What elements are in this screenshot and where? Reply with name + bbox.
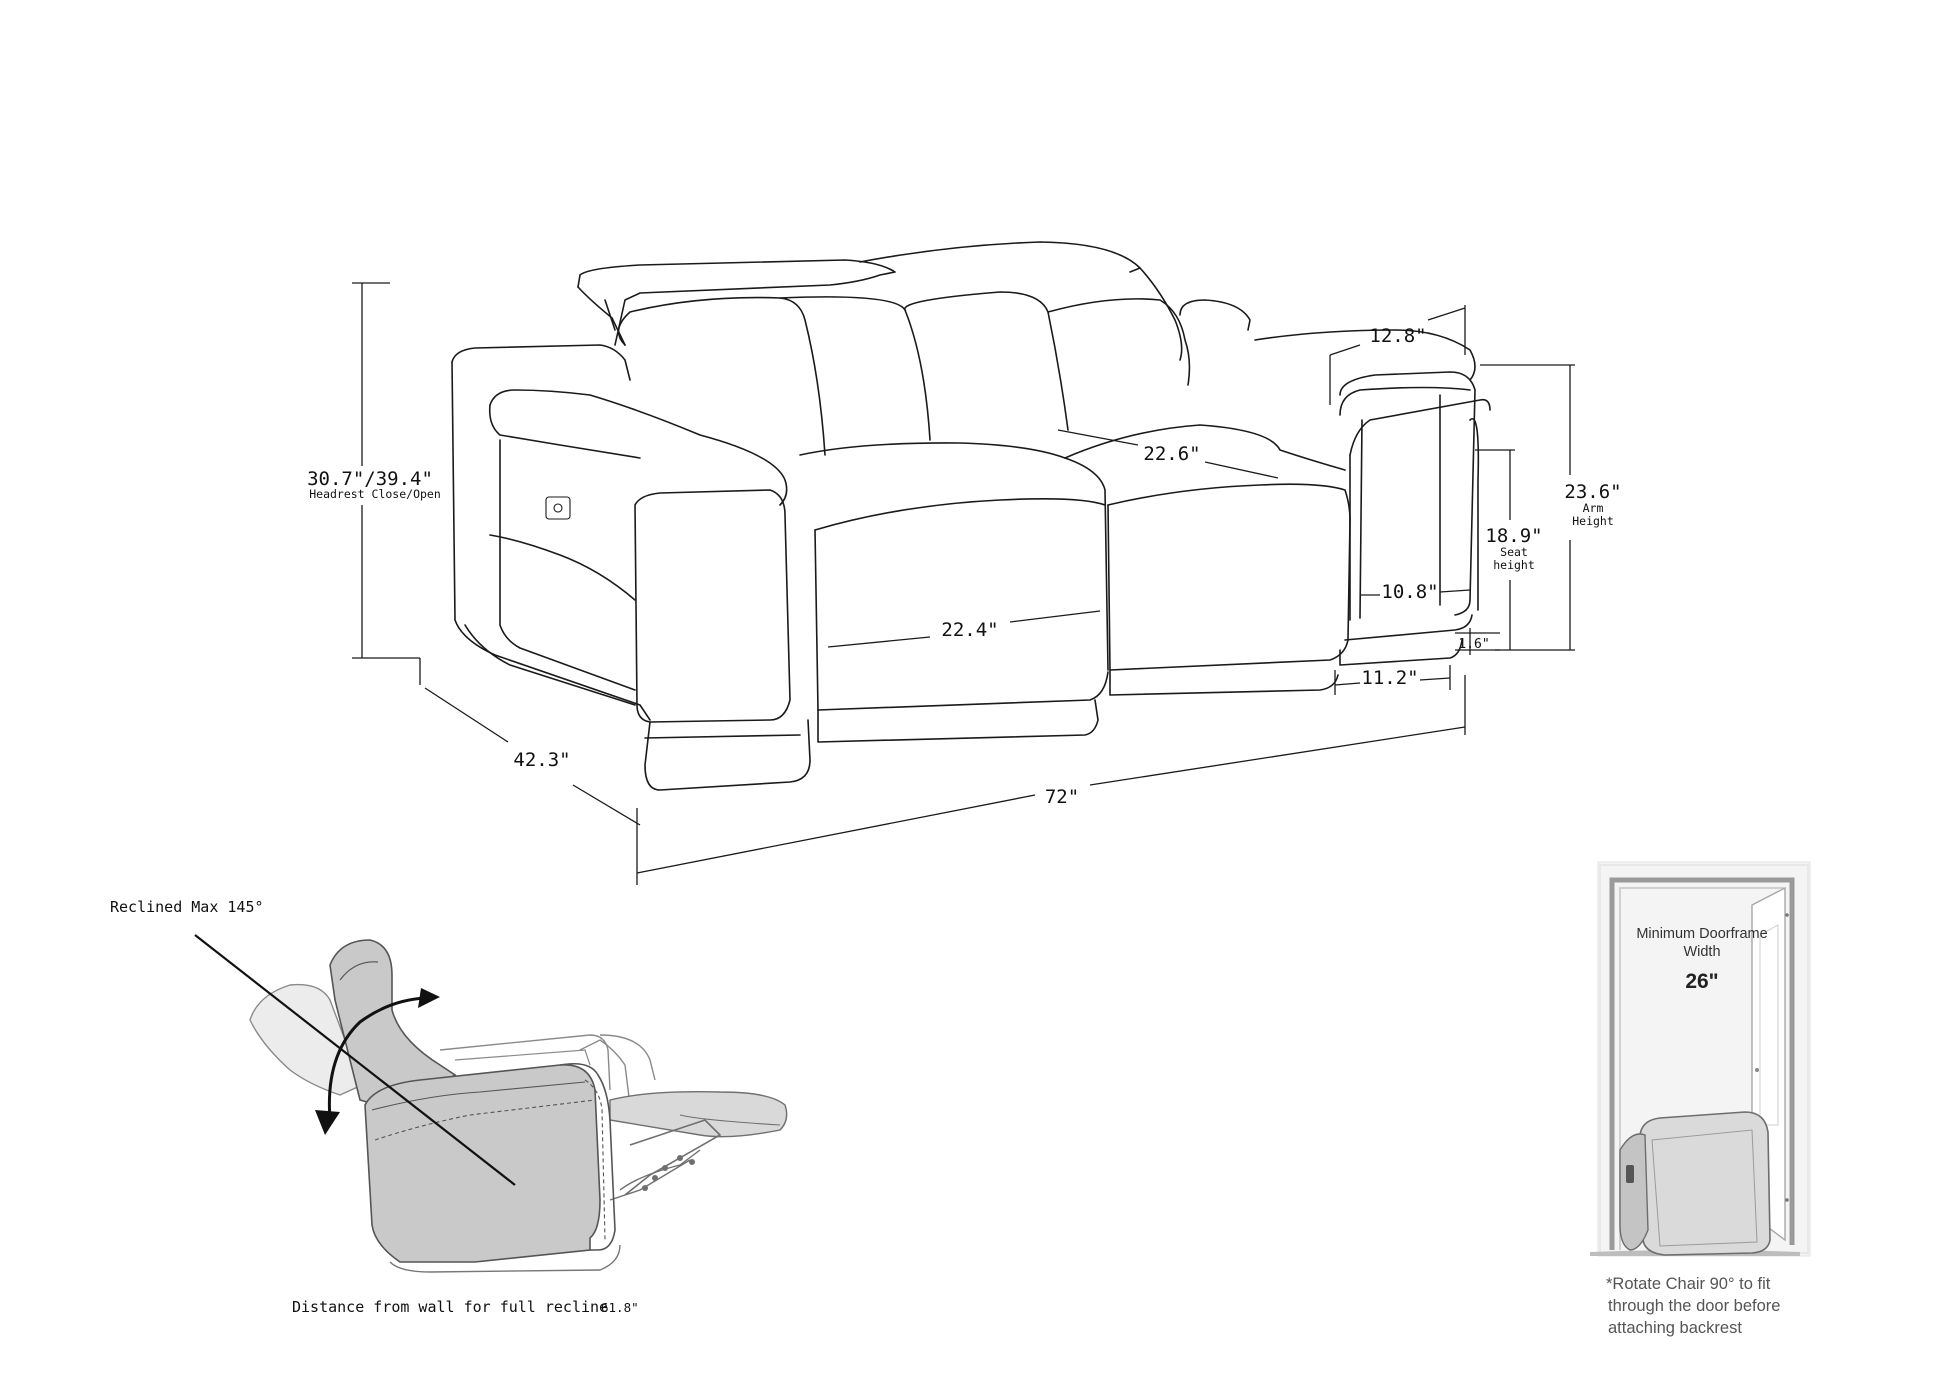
overall-width-label: 72" xyxy=(1045,786,1079,808)
wall-distance-label: Distance from wall for full recline xyxy=(292,1298,608,1316)
base-width-label: 11.2" xyxy=(1361,667,1418,689)
base-height-label: 1.6" xyxy=(1458,637,1489,652)
back-height-label: 30.7"/39.4" xyxy=(307,468,433,490)
seat-height-note-1: Seat xyxy=(1500,545,1528,559)
wall-distance-value: 61.8" xyxy=(601,1300,639,1315)
doorframe-note-1: *Rotate Chair 90° to fit xyxy=(1606,1275,1771,1293)
seat-depth-label: 22.6" xyxy=(1143,443,1200,465)
overall-depth-label: 42.3" xyxy=(513,749,570,771)
doorframe-note-3: attaching backrest xyxy=(1608,1319,1742,1337)
doorframe-inset xyxy=(1590,861,1811,1257)
seat-height-note-2: height xyxy=(1493,558,1535,572)
dimension-labels: 30.7"/39.4" Headrest Close/Open 12.8" 22… xyxy=(307,325,1622,808)
recline-angle-label: Reclined Max 145° xyxy=(110,898,264,916)
back-height-note: Headrest Close/Open xyxy=(309,487,441,501)
seat-height-label: 18.9" xyxy=(1485,525,1542,547)
doorframe-title-1: Minimum Doorframe xyxy=(1636,926,1767,942)
arm-height-note-2: Height xyxy=(1572,514,1614,528)
dimension-lines xyxy=(352,282,1575,885)
arm-height-note-1: Arm xyxy=(1583,501,1604,515)
armrest-width-label: 12.8" xyxy=(1369,325,1426,347)
recliner-drawing xyxy=(194,934,788,1273)
doorframe-note-2: through the door before xyxy=(1608,1297,1780,1315)
doorframe-title-2: Width xyxy=(1683,944,1720,960)
seat-width-label: 22.4" xyxy=(941,619,998,641)
sofa-drawing xyxy=(451,241,1491,791)
doorframe-width-value: 26" xyxy=(1685,970,1718,993)
arm-inner-width-label: 10.8" xyxy=(1381,581,1438,603)
arm-height-label: 23.6" xyxy=(1564,481,1621,503)
